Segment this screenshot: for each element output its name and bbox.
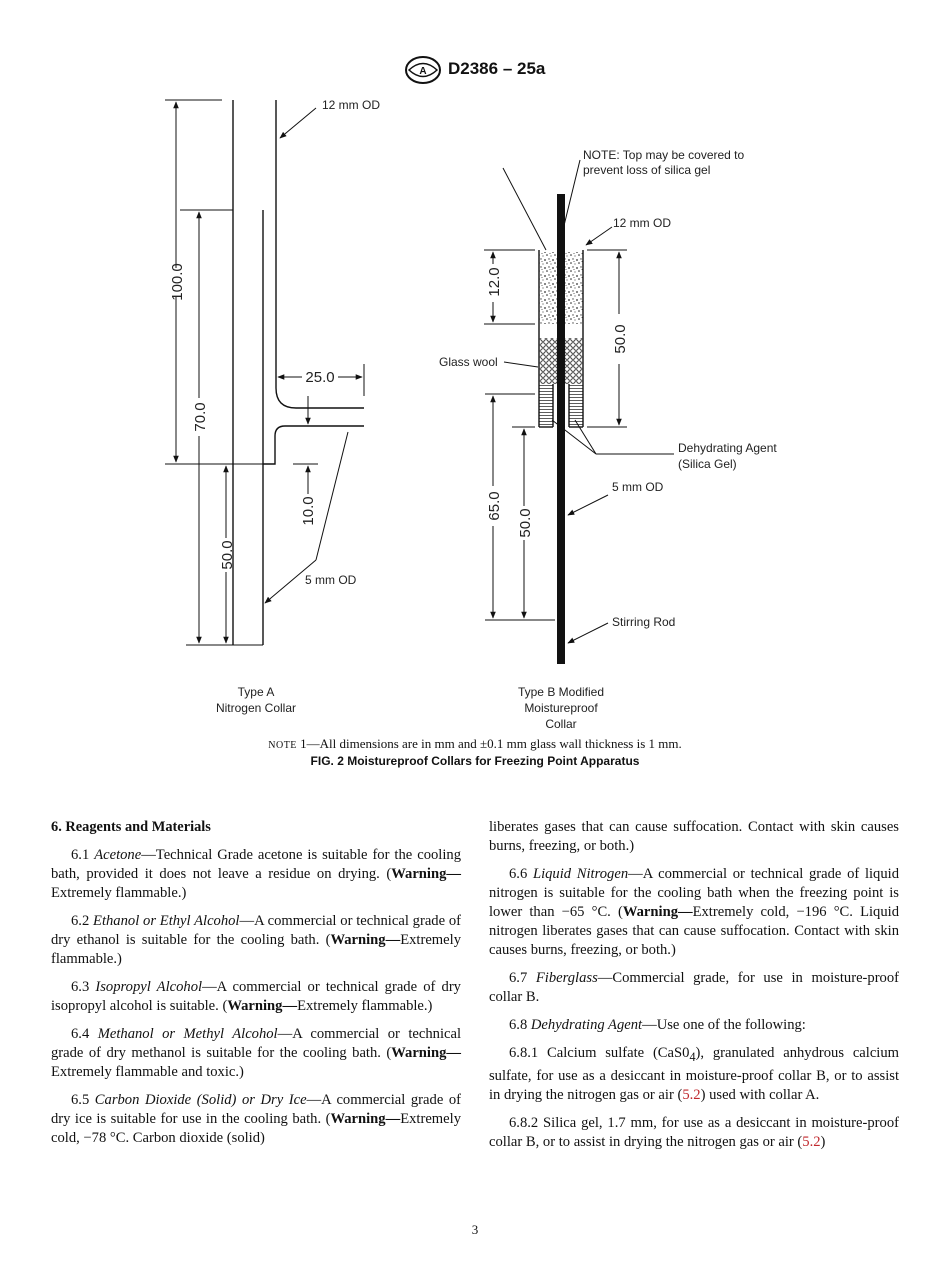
svg-text:A: A bbox=[419, 66, 426, 77]
dim-50-type-a: 50.0 bbox=[219, 540, 236, 569]
dehydrating-agent-label-line1: Dehydrating Agent bbox=[678, 441, 777, 455]
page-number: 3 bbox=[471, 1222, 479, 1237]
section-heading: 6. Reagents and Materials bbox=[51, 819, 211, 835]
paragraph-6-7: 6.7 Fiberglass—Commercial grade, for use… bbox=[489, 970, 900, 1005]
paragraph-6-4: 6.4 Methanol or Methyl Alcohol—A commerc… bbox=[51, 1026, 462, 1080]
paragraph-6-8-2: 6.8.2 Silica gel, 1.7 mm, for use as a d… bbox=[489, 1114, 899, 1150]
glass-wool-label: Glass wool bbox=[439, 355, 498, 369]
dehydrating-agent-label-line2: (Silica Gel) bbox=[678, 457, 737, 471]
type-a-label-line1: Type A bbox=[238, 685, 275, 699]
paragraph-6-3: 6.3 Isopropyl Alcohol—A commercial or te… bbox=[51, 979, 461, 1014]
dim-100: 100.0 bbox=[169, 263, 186, 301]
type-a-od-top-label: 12 mm OD bbox=[322, 98, 380, 112]
dim-50-type-b-bottom: 50.0 bbox=[517, 508, 534, 537]
page-header: A D2386 – 25a bbox=[0, 55, 950, 85]
type-b-label-line3: Collar bbox=[545, 717, 576, 731]
paragraph-6-1: 6.1 Acetone—Technical Grade acetone is s… bbox=[51, 847, 461, 901]
type-b-note-line2: prevent loss of silica gel bbox=[583, 163, 710, 177]
astm-logo-icon: A bbox=[405, 56, 441, 84]
dim-65: 65.0 bbox=[486, 491, 503, 520]
figure-note: Note 1—All dimensions are in mm and ±0.1… bbox=[0, 736, 950, 752]
dim-12: 12.0 bbox=[486, 267, 503, 296]
type-b-note-line1: NOTE: Top may be covered to bbox=[583, 148, 745, 162]
paragraph-6-2: 6.2 Ethanol or Ethyl Alcohol—A commercia… bbox=[51, 913, 462, 967]
document-id: D2386 – 25a bbox=[448, 59, 546, 78]
dim-25: 25.0 bbox=[305, 369, 334, 386]
type-b-label-line1: Type B Modified bbox=[518, 685, 604, 699]
paragraph-6-5: 6.5 Carbon Dioxide (Solid) or Dry Ice—A … bbox=[51, 1092, 462, 1146]
paragraph-6-6: 6.6 Liquid Nitrogen—A commercial or tech… bbox=[489, 866, 899, 958]
type-b-label-line2: Moistureproof bbox=[524, 701, 598, 715]
dim-10: 10.0 bbox=[300, 496, 317, 525]
reference-link-5-2[interactable]: 5.2 bbox=[802, 1133, 821, 1150]
figure-moistureproof-collars: 12 mm OD 5 mm OD 100.0 70.0 50.0 25.0 10… bbox=[165, 98, 777, 731]
paragraph-6-8: 6.8 Dehydrating Agent—Use one of the fol… bbox=[509, 1017, 806, 1033]
type-b-od-rod-label: 5 mm OD bbox=[612, 480, 664, 494]
type-a-collar-drawing bbox=[165, 99, 365, 646]
type-a-od-side-label: 5 mm OD bbox=[305, 573, 357, 587]
paragraph-6-8-1: 6.8.1 Calcium sulfate (CaS04), granulate… bbox=[489, 1045, 900, 1103]
type-b-od-top-label: 12 mm OD bbox=[613, 216, 671, 230]
figure-caption: FIG. 2 Moistureproof Collars for Freezin… bbox=[310, 754, 640, 768]
note-text: 1—All dimensions are in mm and ±0.1 mm g… bbox=[296, 736, 682, 751]
reference-link-5-2[interactable]: 5.2 bbox=[682, 1086, 701, 1103]
left-column: 6. Reagents and Materials 6.1 Acetone—Te… bbox=[51, 818, 461, 1157]
dim-50-type-b-top: 50.0 bbox=[612, 324, 629, 353]
right-column: liberates gases that can cause suffocati… bbox=[489, 818, 899, 1161]
type-a-label-line2: Nitrogen Collar bbox=[216, 701, 296, 715]
note-label: Note bbox=[268, 740, 297, 751]
stirring-rod-label: Stirring Rod bbox=[612, 615, 675, 629]
type-b-collar-drawing bbox=[484, 159, 674, 664]
paragraph-6-5-continued: liberates gases that can cause suffocati… bbox=[489, 819, 899, 854]
dim-70: 70.0 bbox=[192, 402, 209, 431]
